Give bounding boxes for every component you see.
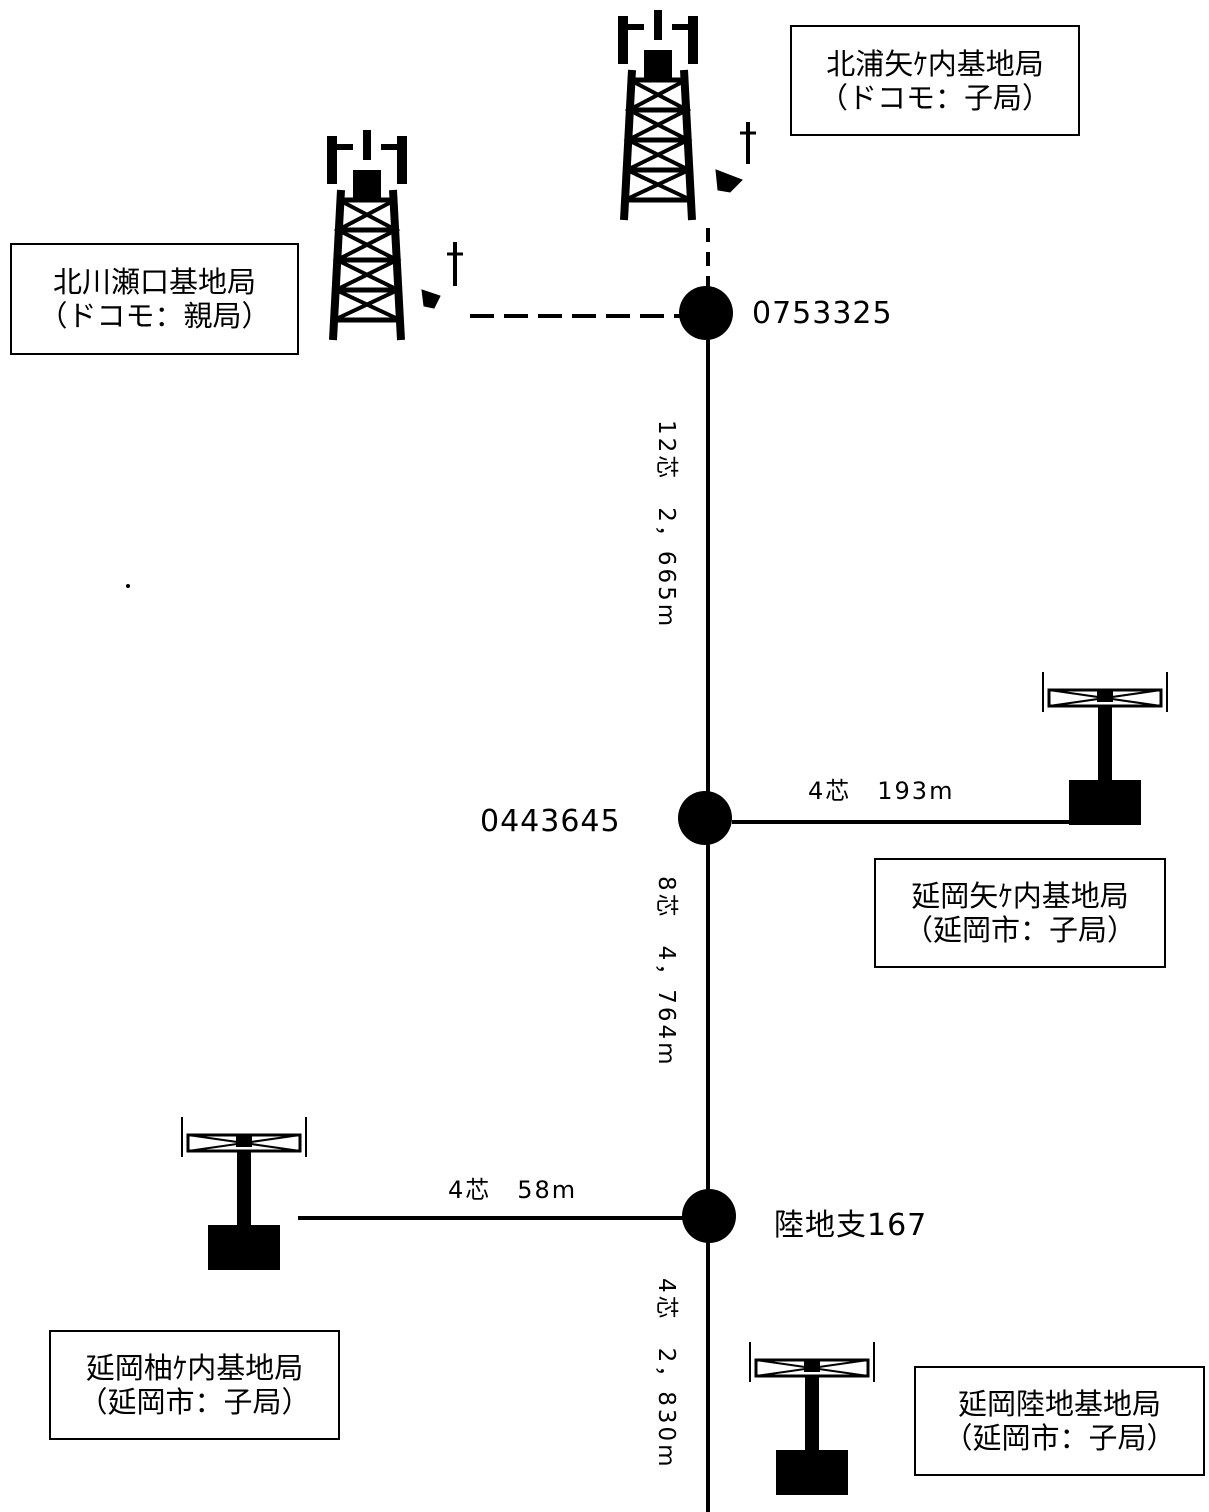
speck xyxy=(126,584,130,588)
tower-detail xyxy=(421,122,756,309)
station-role: （ドコモ：親局） xyxy=(38,299,271,333)
branch-label-right: 4芯 193m xyxy=(808,777,955,805)
segment-label-middle: 8芯 4，764m xyxy=(653,876,679,1068)
station-box-kitakawa-seguchi: 北川瀬口基地局 （ドコモ：親局） xyxy=(10,243,299,355)
station-name: 延岡矢ｹ内基地局 xyxy=(911,879,1129,913)
node-label-mid: 0443645 xyxy=(480,804,621,839)
station-name: 延岡柚ｹ内基地局 xyxy=(85,1351,304,1385)
lattice-tower-icon xyxy=(618,10,698,220)
station-name: 延岡陸地基地局 xyxy=(957,1387,1161,1421)
station-box-nobeoka-yukauchi: 延岡柚ｹ内基地局 （延岡市：子局） xyxy=(49,1330,340,1440)
node-label-top: 0753325 xyxy=(752,296,893,331)
segment-label-lower: 4芯 2，830m xyxy=(653,1278,679,1470)
station-role: （延岡市：子局） xyxy=(78,1385,311,1419)
node-top xyxy=(679,286,733,340)
station-role: （延岡市：子局） xyxy=(943,1421,1176,1455)
station-role: （延岡市：子局） xyxy=(903,913,1136,947)
node-bottom xyxy=(682,1189,736,1243)
station-name: 北川瀬口基地局 xyxy=(52,265,256,299)
antenna-mast-icon xyxy=(1041,670,1169,827)
lattice-tower-icon xyxy=(327,130,407,340)
station-box-nobeoka-yakauchi: 延岡矢ｹ内基地局 （延岡市：子局） xyxy=(874,858,1166,968)
station-role: （ドコモ：子局） xyxy=(818,80,1051,115)
antenna-mast-icon xyxy=(748,1340,876,1497)
node-mid xyxy=(678,791,732,845)
station-name: 北浦矢ｹ内基地局 xyxy=(826,46,1044,81)
station-box-nobeoka-rikuchi: 延岡陸地基地局 （延岡市：子局） xyxy=(914,1366,1205,1476)
segment-label-upper: 12芯 2，665m xyxy=(653,420,679,630)
branch-label-left: 4芯 58m xyxy=(448,1176,578,1204)
station-box-kitaura-yakauchi: 北浦矢ｹ内基地局 （ドコモ：子局） xyxy=(790,25,1080,136)
node-label-bottom: 陸地支167 xyxy=(774,1208,928,1243)
antenna-mast-icon xyxy=(180,1115,308,1272)
